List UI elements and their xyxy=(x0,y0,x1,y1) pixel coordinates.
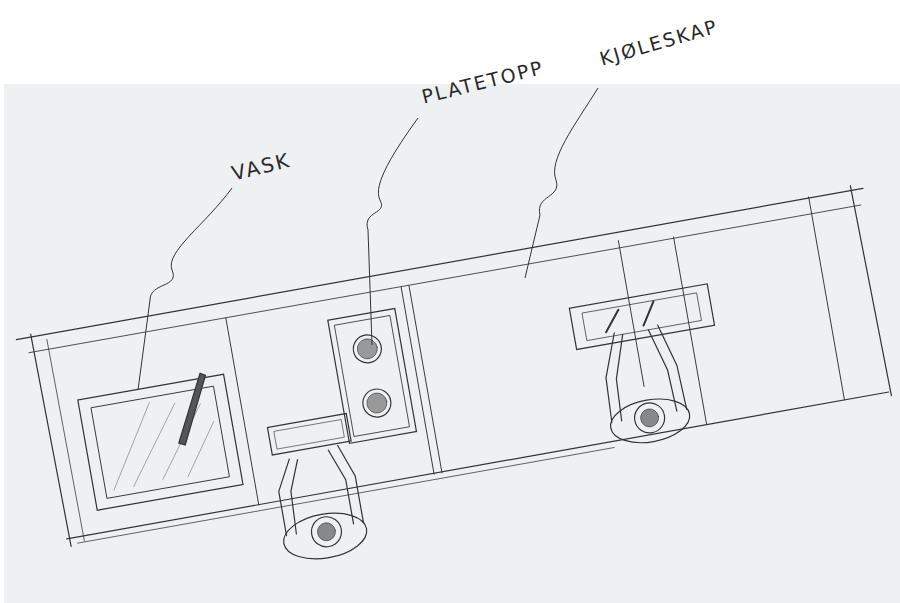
leader-line xyxy=(138,188,232,390)
hob-ring xyxy=(356,337,379,360)
wall-line xyxy=(16,188,863,339)
hob xyxy=(328,309,417,444)
person xyxy=(595,322,694,448)
hob-ring xyxy=(351,333,383,365)
cutting-board xyxy=(274,419,344,449)
cabinet-divider xyxy=(401,287,434,474)
callout-label: KJØLESKAP xyxy=(597,15,721,70)
counter-end xyxy=(47,339,85,541)
hob-ring xyxy=(365,391,388,414)
cabinet-divider xyxy=(226,318,259,505)
knife xyxy=(602,301,657,332)
paper-background xyxy=(4,84,900,603)
kitchen-plan xyxy=(15,183,900,603)
counter-end xyxy=(31,334,71,547)
leader-lines xyxy=(138,88,598,390)
hob xyxy=(335,315,410,436)
leader-line xyxy=(367,118,418,345)
sink-hatching xyxy=(100,392,222,490)
sink-basin xyxy=(91,386,229,498)
callout-label: VASK xyxy=(229,148,293,186)
counter-back-edge xyxy=(29,205,861,353)
cabinet-divider xyxy=(674,237,707,424)
cutting-board xyxy=(569,284,714,350)
cabinet-divider xyxy=(409,286,442,473)
person xyxy=(269,443,371,565)
hob-ring xyxy=(361,387,393,419)
cabinet-divider xyxy=(809,197,845,400)
sink-basin xyxy=(78,374,243,510)
faucet xyxy=(168,372,217,446)
centre-line xyxy=(618,241,644,387)
leader-line xyxy=(525,88,598,278)
counter-front-edge xyxy=(77,448,614,544)
cutting-board xyxy=(582,293,701,341)
counter-end xyxy=(850,185,891,396)
cutting-board xyxy=(267,414,351,455)
callout-label: PLATETOPP xyxy=(419,56,546,108)
